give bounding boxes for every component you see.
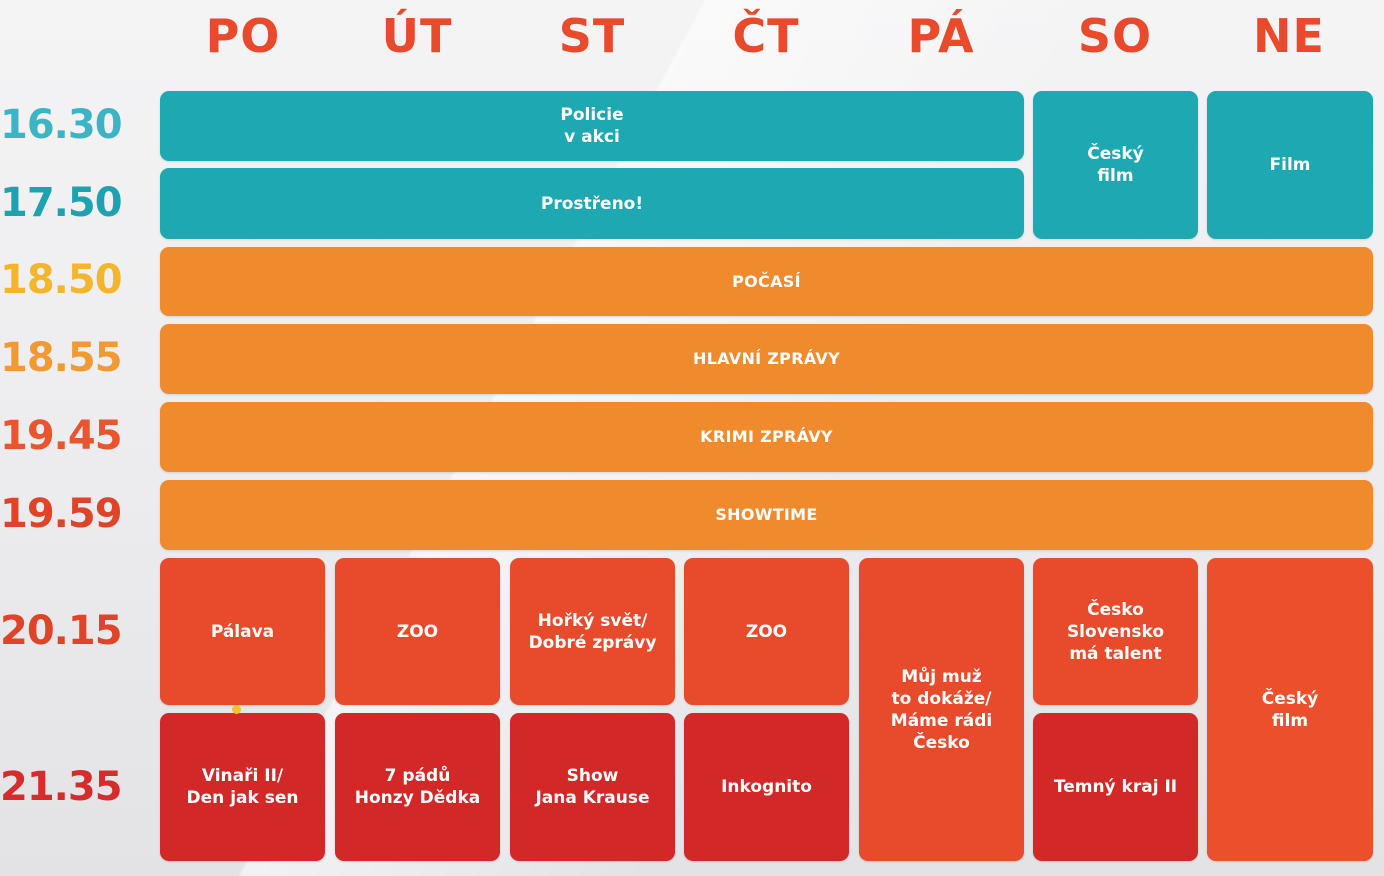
time-label-1850: 18.50 xyxy=(0,257,123,303)
day-header-pa: PÁ xyxy=(907,9,975,63)
program-krimi-zpravy[interactable]: KRIMI ZPRÁVY xyxy=(160,402,1373,472)
day-header-ne: NE xyxy=(1253,9,1325,63)
time-label-1750: 17.50 xyxy=(0,180,123,226)
time-label-2135: 21.35 xyxy=(0,764,123,810)
day-header-st: ST xyxy=(558,9,626,63)
program-horky-svet[interactable]: Hořký svět/ Dobré zprávy xyxy=(510,558,675,705)
time-label-2015: 20.15 xyxy=(0,608,123,654)
day-header-so: SO xyxy=(1077,9,1153,63)
time-label-1630: 16.30 xyxy=(0,102,123,148)
program-prostreno[interactable]: Prostřeno! xyxy=(160,168,1024,239)
program-zoo-ct[interactable]: ZOO xyxy=(684,558,849,705)
day-header-ut: ÚT xyxy=(381,9,453,63)
program-cesko-slovensko[interactable]: Česko Slovensko má talent xyxy=(1033,558,1198,705)
time-label-1945: 19.45 xyxy=(0,413,123,459)
program-cesky-film-ne[interactable]: Český film xyxy=(1207,558,1373,861)
day-header-po: PO xyxy=(205,9,281,63)
program-showtime[interactable]: SHOWTIME xyxy=(160,480,1373,550)
program-cesky-film-so[interactable]: Český film xyxy=(1033,91,1198,239)
time-label-1959: 19.59 xyxy=(0,491,123,537)
program-hlavni-zpravy[interactable]: HLAVNÍ ZPRÁVY xyxy=(160,324,1373,394)
program-vinari[interactable]: Vinaři II/ Den jak sen xyxy=(160,713,325,861)
program-policie-v-akci[interactable]: Policie v akci xyxy=(160,91,1024,161)
program-show-krause[interactable]: Show Jana Krause xyxy=(510,713,675,861)
program-pocasi[interactable]: POČASÍ xyxy=(160,247,1373,316)
program-zoo-ut[interactable]: ZOO xyxy=(335,558,500,705)
program-muj-muz[interactable]: Můj muž to dokáže/ Máme rádi Česko xyxy=(859,558,1024,861)
program-palava[interactable]: Pálava xyxy=(160,558,325,705)
time-label-1855: 18.55 xyxy=(0,335,123,381)
decorative-dot xyxy=(232,705,241,714)
program-temny-kraj[interactable]: Temný kraj II xyxy=(1033,713,1198,861)
program-inkognito[interactable]: Inkognito xyxy=(684,713,849,861)
program-film-ne[interactable]: Film xyxy=(1207,91,1373,239)
program-sedm-padu[interactable]: 7 pádů Honzy Dědka xyxy=(335,713,500,861)
day-header-ct: ČT xyxy=(732,9,800,63)
